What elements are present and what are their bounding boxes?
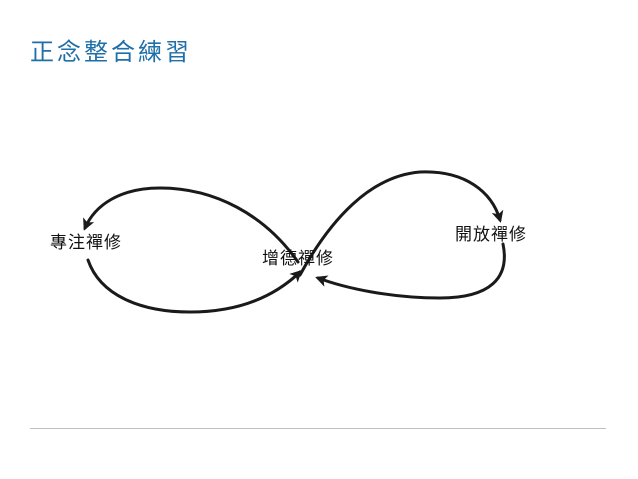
arrow-merit-to-open — [298, 170, 504, 277]
slide-title: 正念整合練習 — [30, 38, 192, 66]
node-focus-meditation: 專注禪修 — [50, 233, 122, 253]
node-merit-meditation: 增德禪修 — [262, 249, 334, 269]
node-open-meditation: 開放禪修 — [455, 225, 527, 245]
footer-divider — [30, 428, 606, 429]
arrow-merit-to-focus — [83, 186, 300, 264]
arrow-focus-to-merit — [86, 258, 303, 314]
arrow-open-to-merit — [315, 242, 506, 300]
